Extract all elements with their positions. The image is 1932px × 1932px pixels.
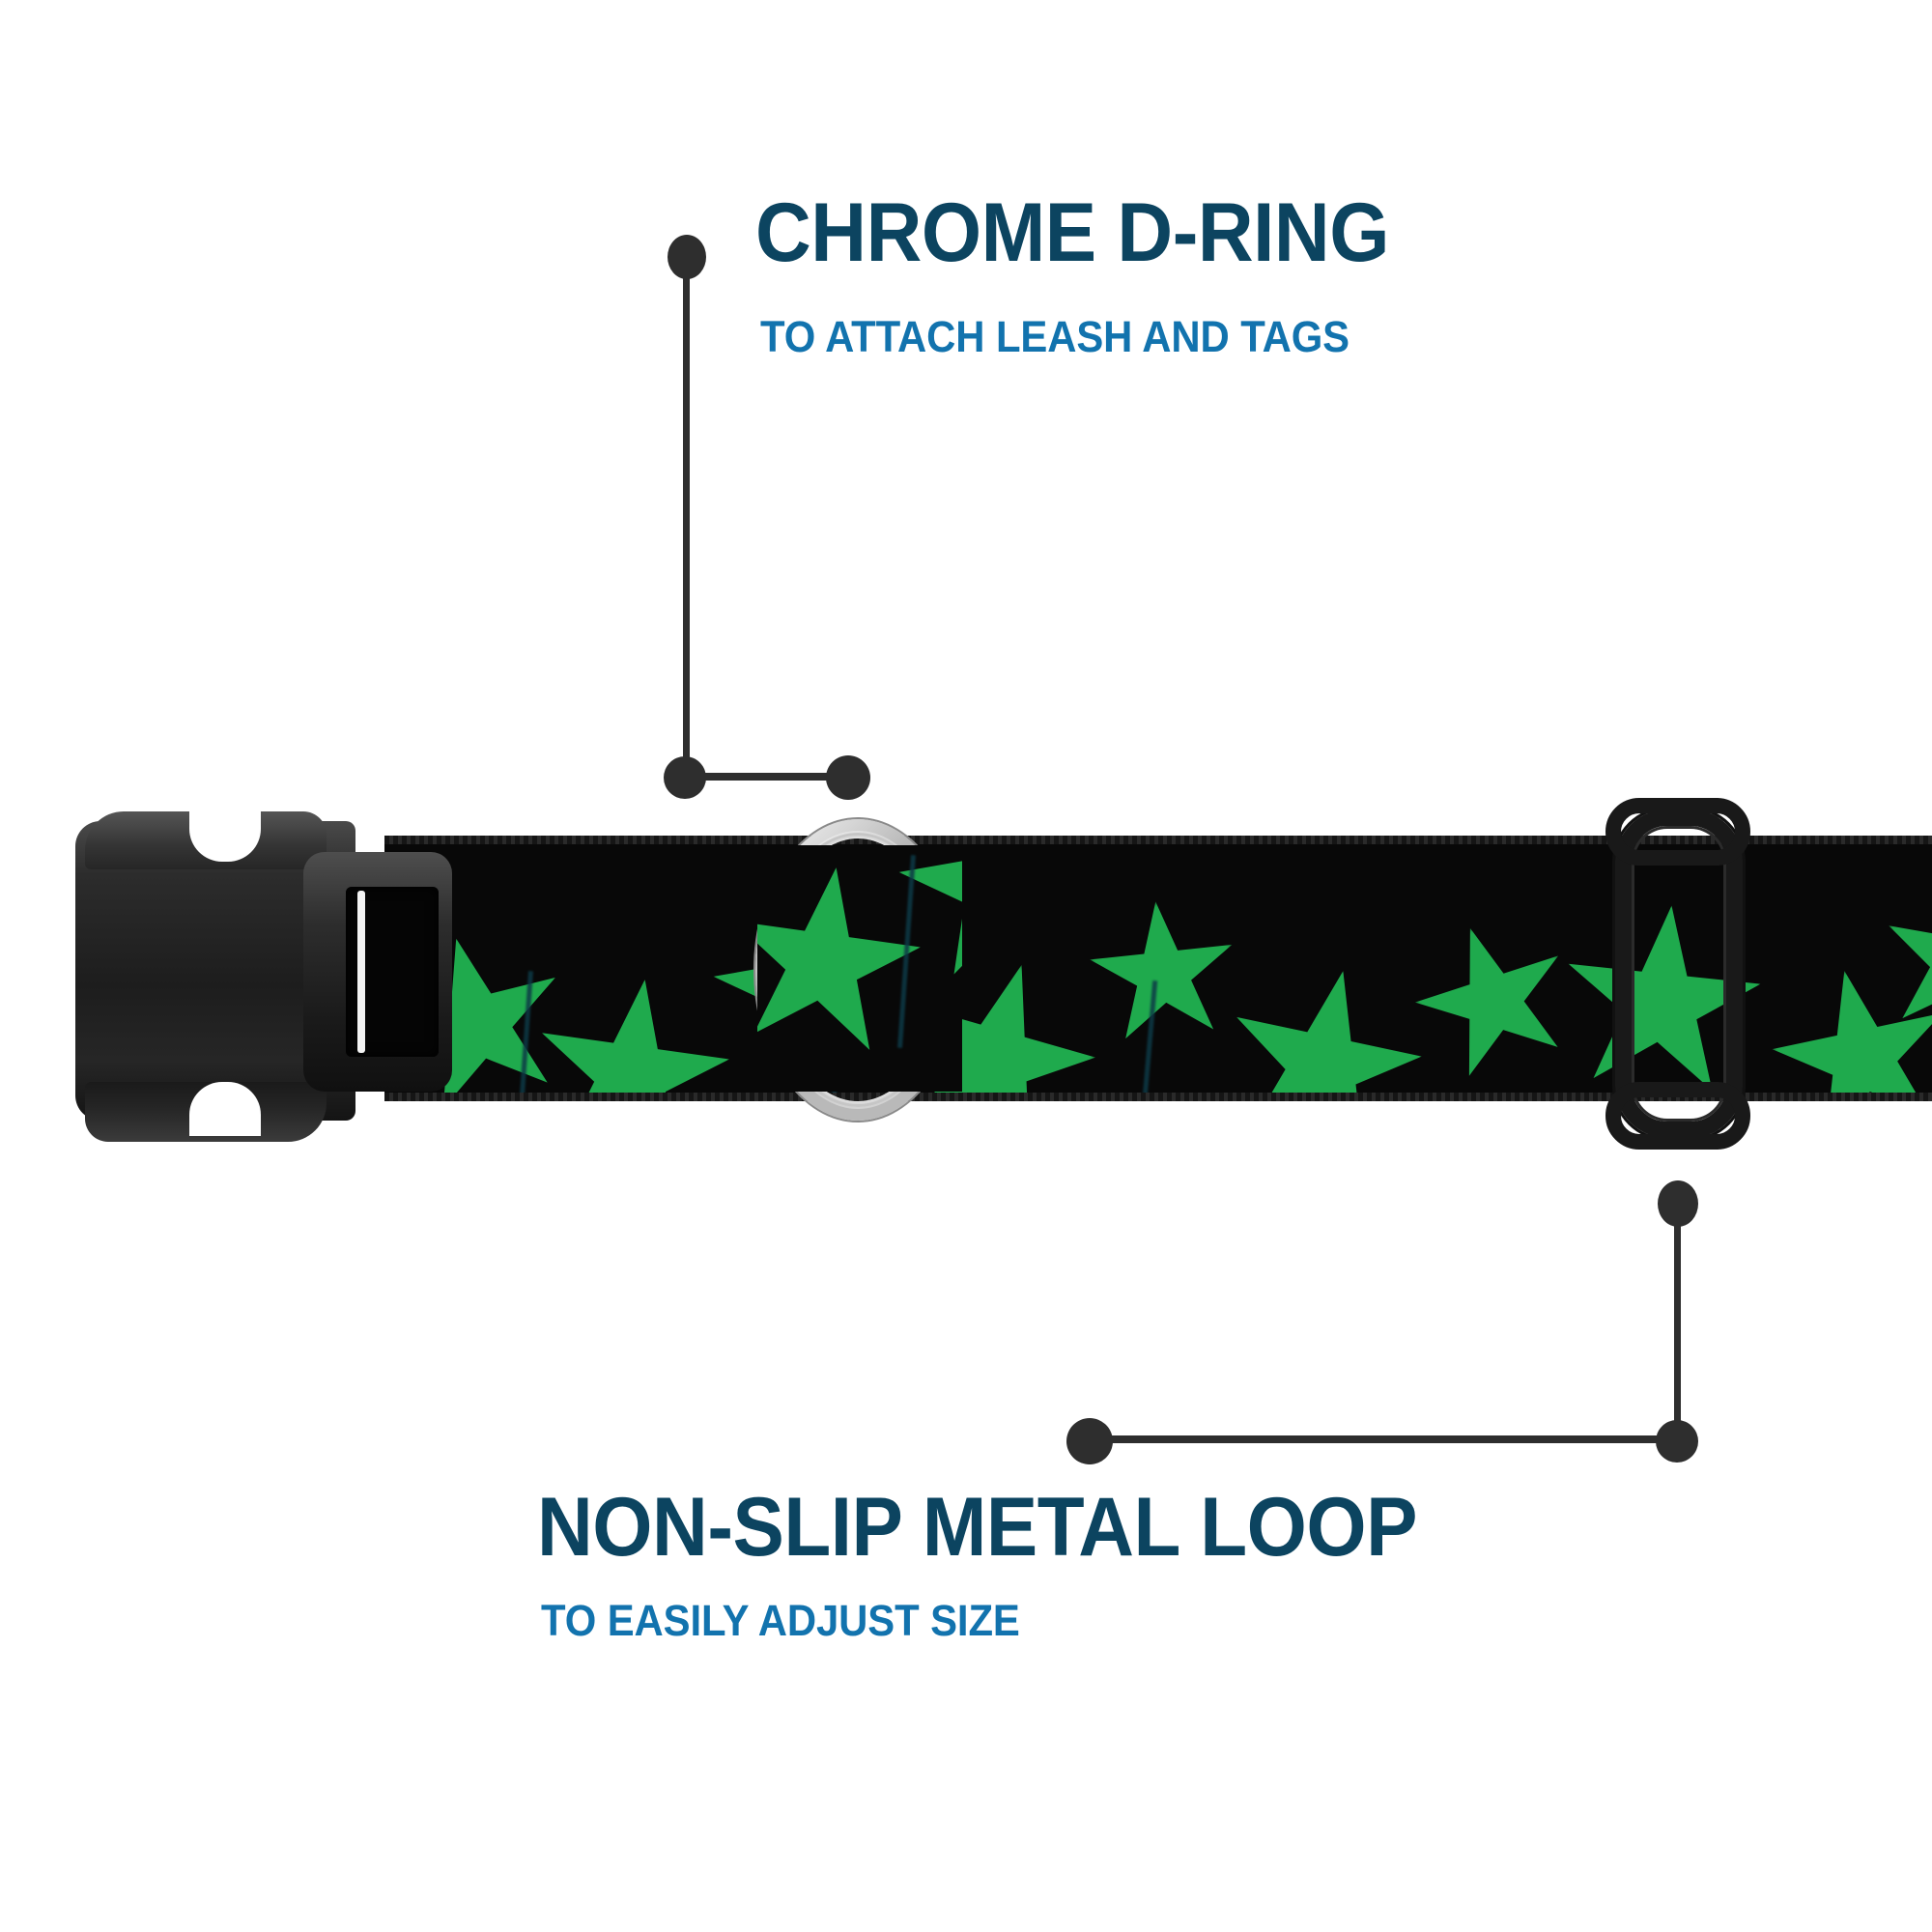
callout-subtitle-non-slip-metal-loop: TO EASILY ADJUST SIZE (541, 1596, 1020, 1645)
adjuster-loop-lobe-bottom (1605, 1082, 1750, 1150)
adjuster-loop-lobe-top (1605, 798, 1750, 866)
star-shape (1399, 905, 1589, 1095)
leader-line-vertical (683, 256, 690, 778)
star-shape (1759, 952, 1932, 1101)
leader-dot-end-loop (1066, 1418, 1113, 1464)
leader-dot-elbow (664, 756, 706, 799)
side-release-buckle (75, 808, 452, 1142)
star-shape (1085, 895, 1242, 1052)
buckle-notch-bottom (189, 1082, 261, 1136)
d-ring-inner-edge (768, 831, 948, 1109)
leader-dot-elbow-loop (1656, 1420, 1698, 1463)
star-shape (1211, 952, 1435, 1101)
leader-dot-target (826, 755, 870, 800)
leader-line-horizontal-loop (1087, 1435, 1678, 1443)
buckle-notch-top (189, 808, 261, 862)
leader-line-vertical-loop (1674, 1208, 1681, 1439)
adjuster-loop (1605, 798, 1750, 1150)
webbing-strap (384, 836, 1932, 1101)
callout-title-chrome-d-ring: CHROME D-RING (755, 186, 1389, 279)
callout-subtitle-chrome-d-ring: TO ATTACH LEASH AND TAGS (760, 312, 1350, 361)
buckle-slot-highlight (357, 891, 365, 1053)
leader-line-horizontal (683, 773, 849, 781)
star-shape (525, 966, 738, 1101)
dog-collar-product (0, 782, 1932, 1159)
callout-title-non-slip-metal-loop: NON-SLIP METAL LOOP (537, 1481, 1417, 1574)
